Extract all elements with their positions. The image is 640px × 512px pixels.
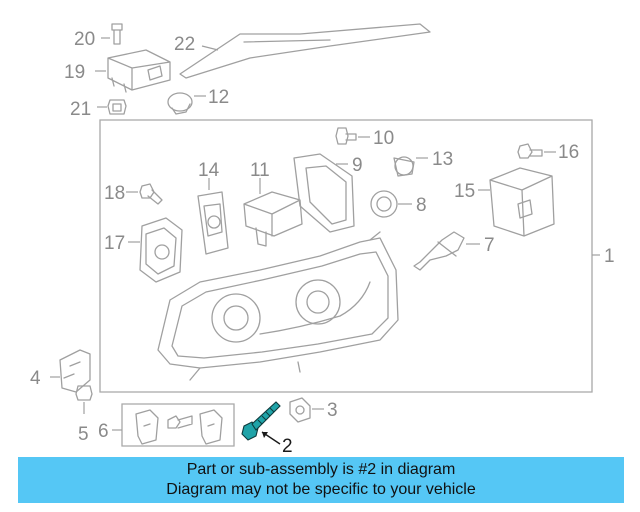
callout-7[interactable]: 7 (484, 235, 495, 256)
part-12-cap[interactable] (167, 92, 193, 115)
banner-line-2: Diagram may not be specific to your vehi… (166, 481, 476, 498)
callout-4[interactable]: 4 (30, 368, 41, 389)
part-5-nut[interactable] (75, 385, 93, 401)
callout-21[interactable]: 21 (70, 99, 91, 120)
part-2-bolt[interactable] (241, 401, 281, 441)
part-10-bulb[interactable] (335, 127, 357, 145)
part-21-nut[interactable] (107, 99, 127, 115)
part-19-control-module[interactable] (107, 49, 171, 93)
callout-18[interactable]: 18 (104, 183, 125, 204)
callout-22[interactable]: 22 (174, 34, 195, 55)
part-3-clip[interactable] (289, 397, 311, 423)
callout-5[interactable]: 5 (78, 424, 89, 445)
callout-9[interactable]: 9 (352, 155, 363, 176)
banner-line-1: Part or sub-assembly is #2 in diagram (186, 461, 456, 478)
callout-15[interactable]: 15 (454, 181, 475, 202)
callout-2[interactable]: 2 (282, 436, 293, 456)
part-15-ballast[interactable] (489, 167, 555, 237)
part-6-kit-frame[interactable] (121, 403, 235, 447)
callout-14[interactable]: 14 (198, 160, 220, 181)
parts-diagram: 1 20 19 21 22 12 10 16 9 (30, 23, 615, 456)
part-6-kit-parts (135, 409, 223, 445)
part-4-bracket[interactable] (59, 349, 91, 393)
part-14-lamp-unit[interactable] (197, 191, 229, 255)
callout-17[interactable]: 17 (104, 233, 125, 254)
callout-16[interactable]: 16 (558, 142, 579, 163)
callout-3[interactable]: 3 (327, 400, 338, 421)
part-9-bracket[interactable] (293, 153, 355, 233)
part-8-socket[interactable] (370, 190, 398, 218)
info-banner: Part or sub-assembly is #2 in diagram Di… (18, 457, 624, 503)
callout-13[interactable]: 13 (432, 149, 453, 170)
part-11-motor[interactable] (243, 191, 303, 247)
part-16-bulb[interactable] (517, 143, 543, 159)
part-18-screw[interactable] (139, 183, 163, 205)
headlamp-assembly-frame (99, 119, 593, 393)
headlamp-housing (157, 231, 399, 381)
callout-11[interactable]: 11 (250, 160, 270, 181)
part-7-xenon-bulb[interactable] (413, 231, 465, 271)
callout-10[interactable]: 10 (373, 128, 394, 149)
part-22-trim-strip[interactable] (179, 23, 431, 79)
callout-8[interactable]: 8 (416, 195, 427, 216)
callout-6[interactable]: 6 (98, 421, 109, 442)
callout-12[interactable]: 12 (208, 87, 229, 108)
callout-20[interactable]: 20 (74, 29, 95, 50)
part-13-bulb[interactable] (393, 156, 415, 177)
callout-1[interactable]: 1 (604, 246, 615, 267)
callout-19[interactable]: 19 (64, 62, 85, 83)
part-17-led-module[interactable] (139, 217, 183, 283)
part-20-screw[interactable] (111, 23, 123, 45)
